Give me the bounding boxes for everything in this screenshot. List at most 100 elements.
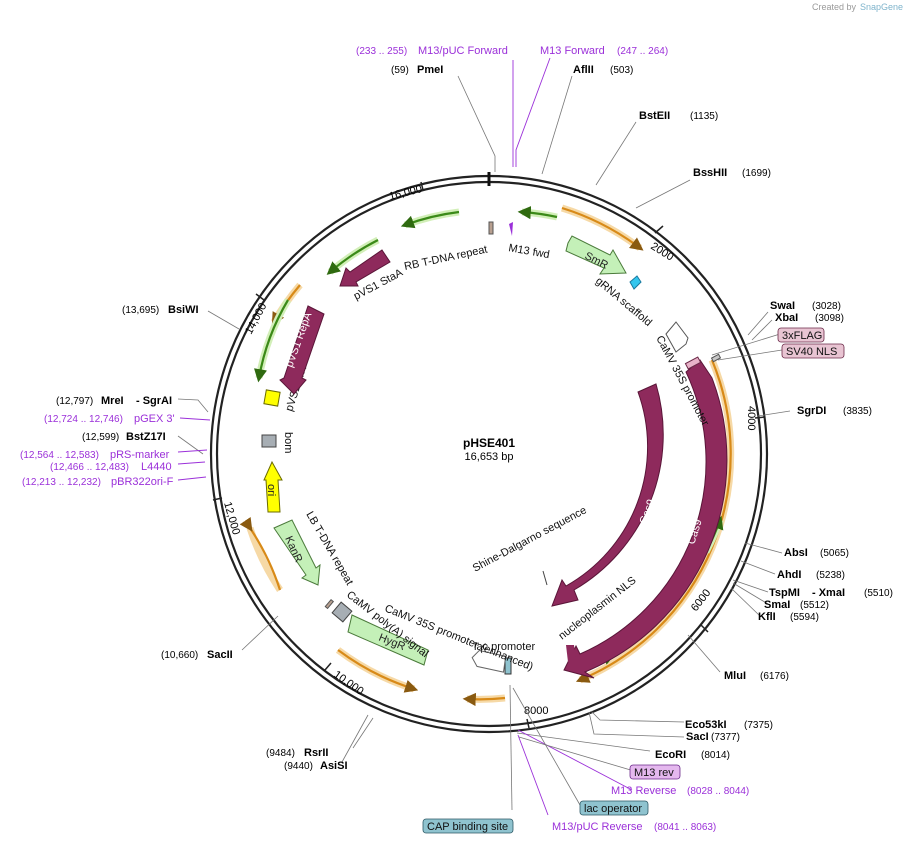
shine-leader (542, 570, 548, 586)
feature-box-sv40-nls: SV40 NLS (781, 343, 845, 359)
snapgene-brand: SnapGene (860, 2, 903, 12)
feature-box-3xflag: 3xFLAG (777, 327, 825, 343)
site-kfli-pos: (5594) (790, 612, 819, 623)
feature-box-m13-rev: M13 rev (629, 764, 681, 780)
feature-box-cap-binding: CAP binding site (422, 818, 514, 834)
primer-leaders (177, 57, 633, 816)
grna-scaffold-label: gRNA scaffold (593, 275, 654, 329)
grna-scaffold-mark (629, 275, 642, 290)
tick-label-16000: 16,000 (388, 183, 424, 203)
smr-arrow (565, 235, 627, 275)
svg-text:SV40 NLS: SV40 NLS (786, 346, 837, 358)
site-pmei-pos: (59) (391, 65, 409, 76)
cas9-outer-arrow (563, 359, 728, 679)
m13-puc-forward-pos: (233 .. 255) (356, 46, 407, 57)
svg-text:3xFLAG: 3xFLAG (782, 330, 822, 342)
m13-puc-forward-name: M13/pUC Forward (418, 45, 508, 57)
site-bsshii-name: BssHII (693, 167, 727, 179)
bom-mark (261, 434, 277, 448)
m13-forward-pos: (247 .. 264) (617, 46, 668, 57)
site-ecori-pos: (8014) (701, 750, 730, 761)
site-rsrii-pos: (9484) (266, 748, 295, 759)
m13-fwd-label: M13 fwd (507, 242, 550, 261)
hygr-arrow (347, 614, 429, 666)
site-absi-name: AbsI (784, 547, 808, 559)
pbr322ori-name: pBR322ori-F (111, 476, 174, 488)
pvs1-staa-arrow (339, 249, 391, 287)
ori-label: ori (265, 484, 277, 496)
m13-fwd-mark (509, 222, 513, 236)
svg-text:CAP binding site: CAP binding site (427, 821, 508, 833)
site-bsteii-name: BstEII (639, 110, 670, 122)
site-eco53ki-pos: (7375) (744, 720, 773, 731)
3xflag-mark (684, 356, 702, 370)
pbr322ori-pos: (12,213 .. 12,232) (22, 477, 101, 488)
tick-label-4000: 4000 (745, 406, 757, 430)
pvs1-repa-arrow (279, 305, 325, 395)
lac-promoter-label: lac promoter (474, 641, 535, 653)
cas9-inner-arrow (551, 383, 664, 607)
site-bsiwi-name: BsiWI (168, 304, 199, 316)
svg-text:lac operator: lac operator (584, 803, 642, 815)
site-absi-pos: (5065) (820, 548, 849, 559)
m13-reverse-pos: (8028 .. 8044) (687, 786, 749, 797)
l4440-pos: (12,466 .. 12,483) (50, 462, 129, 473)
site-mrei-name: MreI (101, 395, 124, 407)
site-bsiwi-pos: (13,695) (122, 305, 159, 316)
prs-marker-pos: (12,564 .. 12,583) (20, 450, 99, 461)
site-aflii-name: AflII (573, 64, 594, 76)
svg-text:M13 rev: M13 rev (634, 767, 674, 779)
site-smai-pos: (5512) (800, 600, 829, 611)
bom-label: bom (282, 432, 294, 453)
m13-reverse-name: M13 Reverse (611, 785, 676, 797)
site-saci-pos: (7377) (711, 732, 740, 743)
site-mrei-pos: (12,797) (56, 396, 93, 407)
kanr-arrow (273, 519, 321, 586)
site-aflii-pos: (503) (610, 65, 633, 76)
m13-puc-reverse-name: M13/pUC Reverse (552, 821, 642, 833)
site-tspmi-name: TspMI (769, 587, 800, 599)
ori-arrow (263, 460, 283, 513)
l4440-name: L4440 (141, 461, 172, 473)
site-ecori-name: EcoRI (655, 749, 686, 761)
site-kfli-name: KflI (758, 611, 776, 623)
camv35s-arrow (665, 321, 689, 353)
sv40-mark (710, 353, 722, 363)
site-eco53ki-name: Eco53kI (685, 719, 727, 731)
prs-marker-name: pRS-marker (110, 449, 170, 461)
site-asisi-pos: (9440) (284, 761, 313, 772)
site-bstz17i-pos: (12,599) (82, 432, 119, 443)
shine-dalgarno-label: Shine-Dalgarno sequence (471, 504, 589, 574)
site-mlui-name: MluI (724, 670, 746, 682)
site-xmai-name: - XmaI (812, 587, 845, 599)
site-swai-pos: (3028) (812, 301, 841, 312)
site-sgrdi-name: SgrDI (797, 405, 826, 417)
m13-forward-name: M13 Forward (540, 45, 605, 57)
pgex3-pos: (12,724 .. 12,746) (44, 414, 123, 425)
plasmid-name: pHSE401 (463, 436, 515, 450)
site-sgrai-name: - SgrAI (136, 395, 172, 407)
tick-label-8000: 8000 (524, 705, 548, 717)
site-sgrdi-pos: (3835) (843, 406, 872, 417)
site-xbai-name: XbaI (775, 312, 798, 324)
site-ahdi-name: AhdI (777, 569, 801, 581)
camv35s-enhanced-arrow (471, 650, 507, 673)
rb-tdna-label: RB T-DNA repeat (403, 244, 488, 273)
site-pmei-name: PmeI (417, 64, 443, 76)
site-ahdi-pos: (5238) (816, 570, 845, 581)
site-saci-name: SacI (686, 731, 709, 743)
site-bstz17i-name: BstZ17I (126, 431, 166, 443)
pvs1-oriv-mark (263, 389, 281, 407)
site-xbai-pos: (3098) (815, 313, 844, 324)
site-smai-name: SmaI (764, 599, 790, 611)
created-by-text: Created by (812, 2, 857, 12)
site-rsrii-name: RsrII (304, 747, 328, 759)
site-bsteii-pos: (1135) (690, 111, 718, 122)
np-nls-mark (566, 645, 576, 662)
grey-box-mark (331, 601, 353, 623)
backbone (209, 172, 769, 734)
orf-arcs (239, 204, 735, 707)
feature-box-lac-operator: lac operator (579, 800, 649, 816)
m13-puc-reverse-pos: (8041 .. 8063) (654, 822, 716, 833)
